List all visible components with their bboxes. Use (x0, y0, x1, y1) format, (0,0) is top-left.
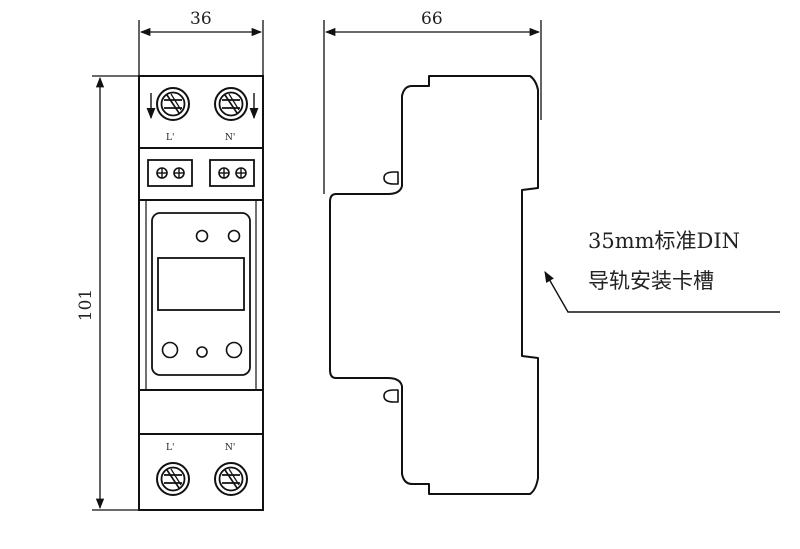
display-panel (151, 212, 251, 376)
terminal-label-top-right: N' (225, 133, 235, 143)
dimension-label-front-width: 36 (190, 9, 212, 29)
panel-button-right (225, 341, 243, 359)
din-rail-callout-leader (544, 271, 780, 313)
side-view (329, 75, 539, 495)
screw-icon-top-right (214, 87, 248, 121)
dimension-front-width (138, 20, 264, 76)
terminal-block-left (147, 159, 193, 187)
dimension-side-width (323, 20, 542, 194)
lcd-screen (157, 257, 245, 311)
side-knob-bottom (383, 389, 399, 403)
indicator-led-2 (227, 229, 241, 243)
callout-line-1: 35mm标准DIN (588, 229, 740, 253)
side-knob-top (383, 171, 399, 185)
callout-line-2: 导轨安装卡槽 (588, 269, 714, 293)
terminal-label-bottom-left: L' (166, 443, 174, 453)
dimension-label-height: 101 (76, 289, 96, 321)
terminal-label-top-left: L' (166, 133, 174, 143)
screw-icon-bottom-right (214, 462, 248, 496)
screw-icon-bottom-left (156, 462, 190, 496)
terminal-screws-small (156, 167, 247, 179)
indicator-led-1 (195, 229, 209, 243)
side-body-outline (329, 75, 539, 495)
terminal-label-bottom-right: N' (225, 443, 235, 453)
front-view (138, 75, 264, 511)
dimension-label-side-width: 66 (421, 9, 443, 29)
terminal-block-right (209, 159, 255, 187)
dimension-height (92, 75, 139, 511)
front-body-outline (138, 75, 264, 511)
panel-button-left (161, 341, 179, 359)
panel-button-middle (196, 346, 208, 358)
flow-arrow-icons (146, 93, 259, 120)
screw-icon-top-left (156, 87, 190, 121)
